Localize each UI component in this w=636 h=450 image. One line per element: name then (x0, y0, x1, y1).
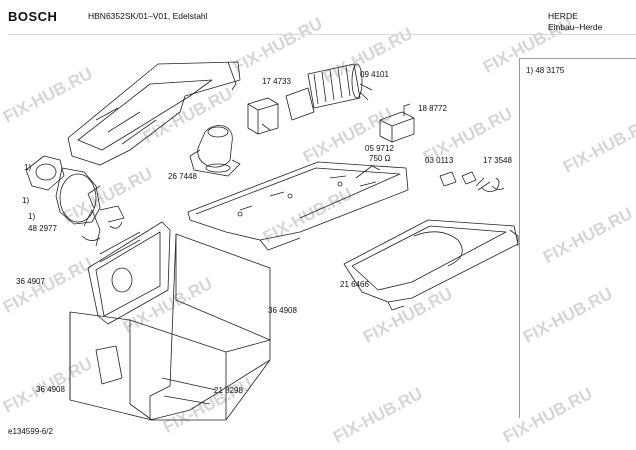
footnote-1: 1) 48 3175 (526, 66, 565, 75)
part-label: 1) (28, 212, 36, 221)
crossflow-fan (285, 63, 373, 121)
part-label: 1) (24, 163, 32, 172)
oven-cavity (69, 233, 271, 421)
air-duct (343, 219, 519, 311)
part-label: 17 4733 (262, 77, 291, 86)
notes-panel-top-border (519, 58, 636, 59)
header-divider (8, 34, 636, 35)
part-label: 21 6466 (340, 280, 369, 289)
part-label: 36 4908 (36, 385, 65, 394)
part-label: 03 0113 (425, 156, 454, 165)
category-subtitle: Einbau–Herde (548, 22, 603, 32)
relay-part (379, 103, 415, 143)
part-label: 21 8298 (214, 386, 243, 395)
part-label: 26 7448 (168, 172, 197, 181)
brand-logo: BOSCH (8, 9, 58, 24)
part-label: 09 4101 (360, 70, 389, 79)
model-number: HBN6352SK/01–V01, Edelstahl (88, 11, 208, 21)
connector-parts (439, 171, 505, 192)
part-label: 36 4907 (16, 277, 45, 286)
category-title: HERDE (548, 11, 578, 21)
transformer-part (247, 97, 279, 135)
notes-panel-border (519, 58, 520, 418)
part-label: 05 9712 (365, 144, 394, 153)
top-mounting-bracket (67, 61, 241, 166)
convection-fan (25, 155, 125, 247)
fan-motor-top (189, 125, 241, 177)
part-label: 750 Ω (369, 154, 391, 163)
part-label: 36 4908 (268, 306, 297, 315)
bracket-plate (187, 161, 409, 251)
part-label: 18 8772 (418, 104, 447, 113)
document-id: e134599-6/2 (8, 427, 53, 436)
part-label: 1) (22, 196, 30, 205)
rear-wall-panel (87, 221, 171, 325)
part-label: 48 2977 (28, 224, 57, 233)
part-label: 17 3548 (483, 156, 512, 165)
